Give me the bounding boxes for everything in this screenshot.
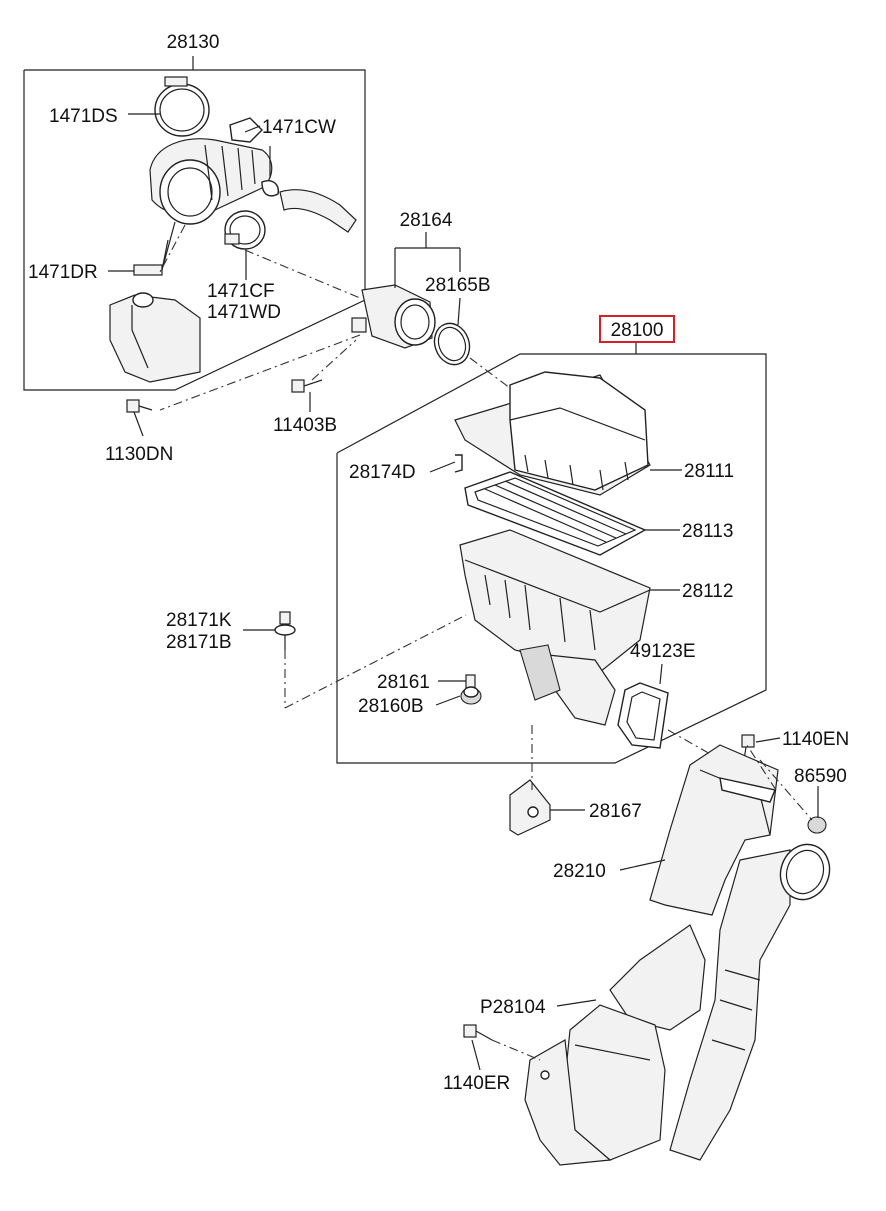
intake-pipe-P28104[interactable] xyxy=(609,837,837,1161)
label-1471CF[interactable]: 1471CF xyxy=(207,281,275,302)
bolt-1140ER[interactable] xyxy=(463,1024,493,1041)
label-1130DN[interactable]: 1130DN xyxy=(105,444,173,465)
label-28111[interactable]: 28111 xyxy=(684,461,734,482)
label-1471DR[interactable]: 1471DR xyxy=(28,262,98,283)
filter-element-28113[interactable] xyxy=(464,471,647,556)
bolt-1130DN[interactable] xyxy=(126,399,153,413)
label-1140EN[interactable]: 1140EN xyxy=(782,729,849,750)
maf-sensor-28164[interactable] xyxy=(351,284,436,349)
label-28100[interactable]: 28100 xyxy=(611,320,664,341)
label-28161[interactable]: 28161 xyxy=(377,672,430,693)
bolt-28171K[interactable] xyxy=(274,611,296,650)
highlight-box-28100 xyxy=(599,315,675,343)
o-ring-28165B[interactable] xyxy=(429,318,475,369)
lower-case-28112[interactable] xyxy=(459,529,651,726)
label-86590[interactable]: 86590 xyxy=(794,766,847,787)
leader-lines xyxy=(108,113,819,1071)
label-28174D[interactable]: 28174D xyxy=(349,462,416,483)
clamp-1471CW[interactable] xyxy=(261,180,279,197)
label-P28104[interactable]: P28104 xyxy=(480,997,546,1018)
clamp-1471CF[interactable] xyxy=(224,210,266,250)
bracket-28167[interactable] xyxy=(509,779,551,836)
duct-28210[interactable] xyxy=(649,744,779,916)
label-28113[interactable]: 28113 xyxy=(682,521,733,542)
label-28164[interactable]: 28164 xyxy=(400,210,453,231)
intake-hose-28130[interactable] xyxy=(149,117,273,225)
clip-28174D[interactable] xyxy=(454,454,463,473)
assembly-lines xyxy=(159,224,813,1061)
resonator-box[interactable] xyxy=(109,292,201,383)
label-1140ER[interactable]: 1140ER xyxy=(443,1073,510,1094)
label-28171B[interactable]: 28171B xyxy=(166,632,232,653)
bushing-28161[interactable] xyxy=(465,674,476,689)
label-1471DS[interactable]: 1471DS xyxy=(49,106,118,127)
label-1471WD[interactable]: 1471WD xyxy=(207,302,281,323)
label-1471CW[interactable]: 1471CW xyxy=(262,117,336,138)
label-28210[interactable]: 28210 xyxy=(553,861,606,882)
clip-86590[interactable] xyxy=(807,816,827,834)
clamp-1471DR[interactable] xyxy=(133,221,176,276)
label-28160B[interactable]: 28160B xyxy=(358,696,424,717)
clamp-1471DS[interactable] xyxy=(154,76,210,137)
label-28130[interactable]: 28130 xyxy=(167,32,220,53)
label-28167[interactable]: 28167 xyxy=(589,801,642,822)
grommet-28160B[interactable] xyxy=(460,686,482,705)
group-28100-frame xyxy=(336,342,767,764)
label-28165B[interactable]: 28165B xyxy=(425,275,491,296)
part-labels: 28130 1471DS 1471CW 1471DR 1471CF 1471WD… xyxy=(28,32,849,1094)
label-28112[interactable]: 28112 xyxy=(682,581,733,602)
bolt-11403B[interactable] xyxy=(291,379,323,393)
cover-28111[interactable] xyxy=(454,371,651,496)
label-49123E[interactable]: 49123E xyxy=(630,641,696,662)
label-11403B[interactable]: 11403B xyxy=(273,415,337,436)
breather-hose[interactable] xyxy=(279,189,357,233)
seal-49123E[interactable] xyxy=(617,682,669,749)
group-28130-frame xyxy=(23,56,366,391)
resonator-lower[interactable] xyxy=(524,1004,666,1166)
label-28171K[interactable]: 28171K xyxy=(166,610,232,631)
